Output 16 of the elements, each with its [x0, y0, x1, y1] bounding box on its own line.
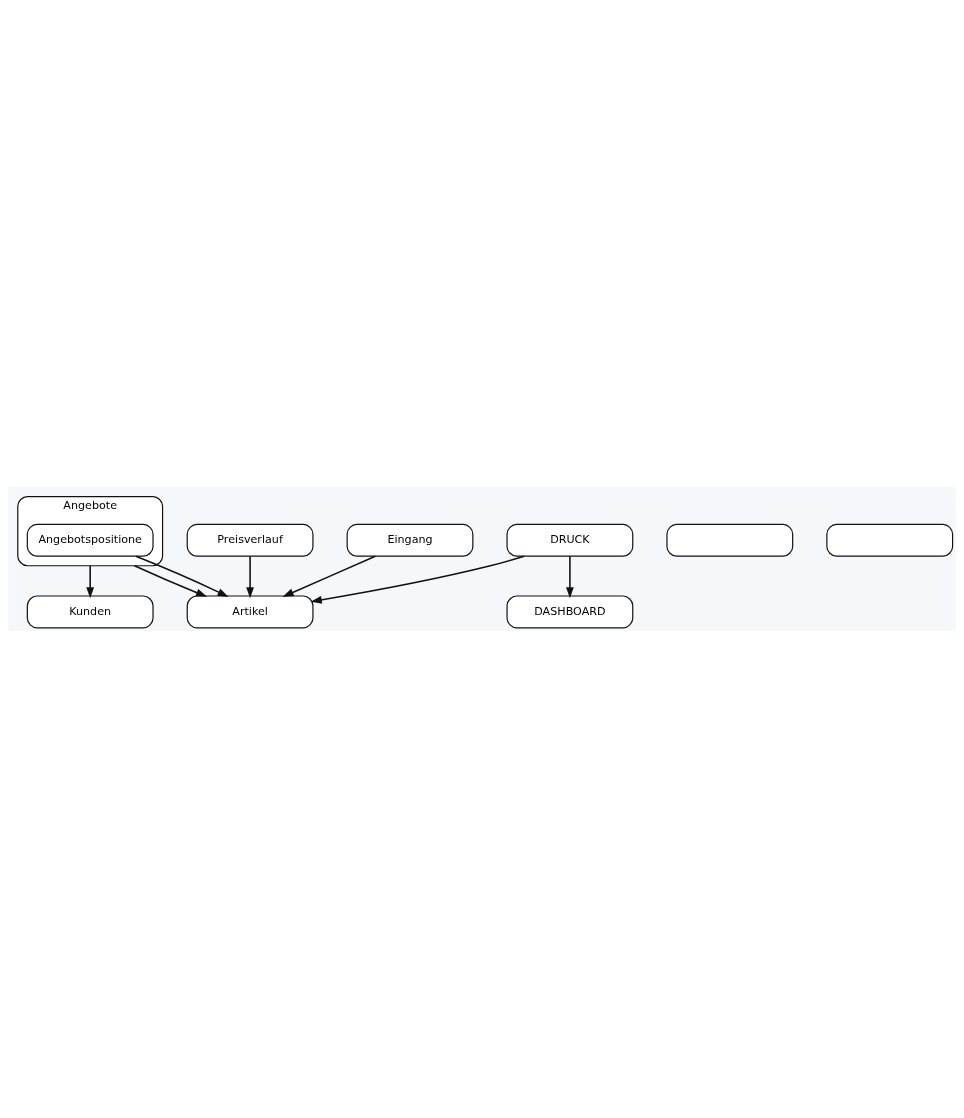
arrow — [246, 555, 254, 599]
node-box: DASHBOARD — [506, 595, 634, 629]
node-box: Artikel — [186, 595, 314, 629]
arrow — [566, 555, 574, 599]
node-box: Preisverlauf — [186, 523, 314, 557]
arrow — [133, 564, 208, 597]
node-box — [666, 523, 794, 557]
node-box — [826, 523, 954, 557]
arrow — [282, 555, 377, 597]
arrow — [135, 555, 229, 597]
arrow — [86, 564, 95, 599]
node-box: Kunden — [26, 595, 154, 629]
node-box: Eingang — [346, 523, 474, 557]
arrow — [310, 555, 525, 604]
node-box: DRUCK — [506, 523, 634, 557]
node-box: Angebotspositione — [26, 523, 154, 557]
